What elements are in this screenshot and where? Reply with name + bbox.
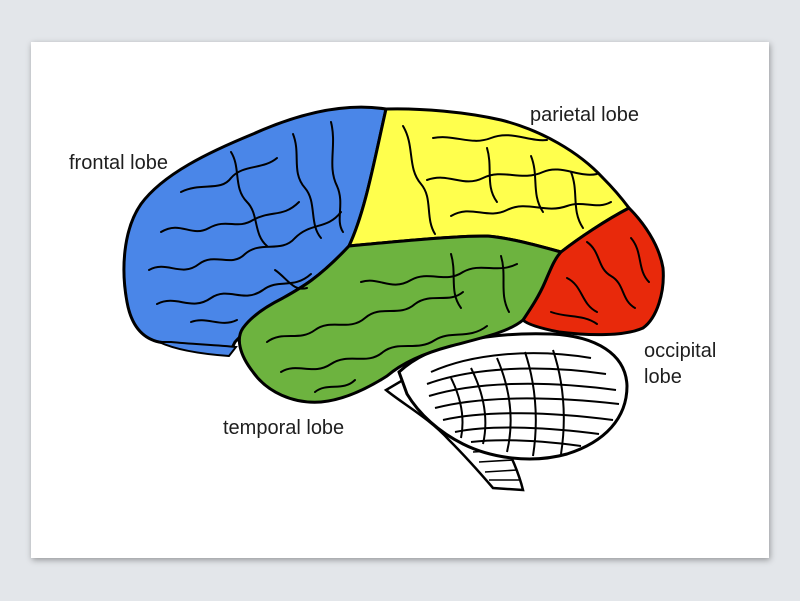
temporal-lobe xyxy=(237,234,563,404)
occipital-lobe-label: occipital lobe xyxy=(644,340,717,388)
brain-folds xyxy=(148,121,650,393)
frontal-lobe-lower xyxy=(158,341,238,358)
cerebellum xyxy=(397,332,629,461)
parietal-lobe-label: parietal lobe xyxy=(530,104,639,126)
brain-diagram xyxy=(122,105,665,492)
cerebellum-folia xyxy=(426,349,620,457)
slide: frontal lobe parietal lobe occipital lob… xyxy=(31,42,769,558)
frontal-lobe-label: frontal lobe xyxy=(69,152,168,174)
temporal-lobe-label: temporal lobe xyxy=(223,417,345,439)
